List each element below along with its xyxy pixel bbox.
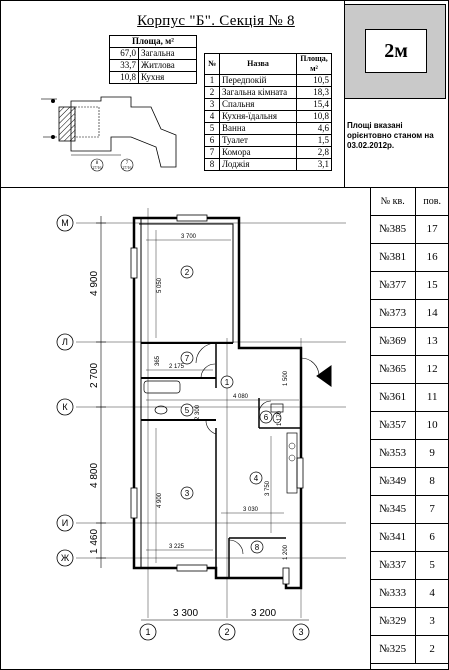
room-number: 4 bbox=[254, 474, 259, 483]
dimension-inner: 3 700 bbox=[181, 234, 197, 240]
rooms-header-num: № bbox=[204, 53, 220, 75]
axis-label-row: И bbox=[62, 518, 68, 528]
dimension-left: 2 700 bbox=[89, 363, 100, 388]
dimension-inner: 3 225 bbox=[169, 544, 185, 550]
room-number: 5 bbox=[185, 406, 190, 415]
axis-label-row: Л bbox=[62, 337, 68, 347]
axis-label-row: Ж bbox=[61, 553, 70, 563]
dimension-bottom: 3 200 bbox=[251, 608, 276, 619]
keyplan-outline bbox=[70, 96, 177, 168]
keyplan-highlight bbox=[58, 106, 76, 142]
keyplan-axis-a: 8 bbox=[96, 161, 99, 166]
page-title: Корпус "Б". Секція № 8 bbox=[137, 13, 295, 29]
axis-label-row: М bbox=[61, 218, 69, 228]
dimension-inner: 1 200 bbox=[283, 544, 289, 560]
dimension-inner: 3 030 bbox=[243, 507, 259, 513]
area-heading: Площа, м² bbox=[109, 35, 197, 48]
dimension-inner: 365 bbox=[155, 355, 161, 366]
dimension-inner: 4 080 bbox=[233, 394, 249, 400]
key-plan: 8 27/16 7 27/16 bbox=[41, 96, 177, 172]
room-number: 2 bbox=[185, 268, 190, 277]
dimension-inner: 5 050 bbox=[157, 277, 163, 293]
axis-label-col: 3 bbox=[298, 627, 303, 637]
dimension-inner: 4 900 bbox=[157, 492, 163, 508]
floor-plan-drawing: М Л К И Ж 1 2 3 4 900 2 700 4 800 1 460 … bbox=[56, 208, 346, 641]
room-number: 7 bbox=[185, 354, 190, 363]
dimension-inner: 2 300 bbox=[195, 404, 201, 420]
dimension-inner: 1 500 bbox=[283, 370, 289, 386]
dimension-left: 4 900 bbox=[89, 271, 100, 296]
room-number: 3 bbox=[185, 489, 190, 498]
dimension-bottom: 3 300 bbox=[173, 608, 198, 619]
axis-label-row: К bbox=[62, 402, 68, 412]
dimension-inner: 1 170 bbox=[277, 410, 283, 426]
rooms-header-area: Площа, м² bbox=[296, 53, 332, 75]
keyplan-axis-b: 7 bbox=[126, 161, 129, 166]
list-header-floor: пов. bbox=[415, 187, 448, 216]
axis-label-col: 1 bbox=[145, 627, 150, 637]
apartment-type-code: 2м bbox=[365, 29, 427, 73]
keyplan-axis-b-sub: 27/16 bbox=[122, 165, 131, 170]
rooms-header-name: Назва bbox=[219, 53, 297, 75]
apartment-type-box: 2м bbox=[344, 4, 446, 99]
axis-label-col: 2 bbox=[224, 627, 229, 637]
keyplan-axis-a-sub: 27/16 bbox=[92, 165, 101, 170]
divider bbox=[1, 187, 448, 188]
dimension-left: 1 460 bbox=[89, 529, 100, 554]
list-header-apt: № кв. bbox=[370, 187, 417, 216]
dimension-inner: 2 175 bbox=[169, 364, 185, 370]
room-number: 6 bbox=[264, 413, 269, 422]
dimension-inner: 3 750 bbox=[265, 480, 271, 496]
room-number: 8 bbox=[255, 543, 260, 552]
area-note: Площі вказані орієнтовно станом на 03.02… bbox=[347, 121, 434, 150]
room-number: 1 bbox=[225, 378, 230, 387]
dimension-left: 4 800 bbox=[89, 463, 100, 488]
